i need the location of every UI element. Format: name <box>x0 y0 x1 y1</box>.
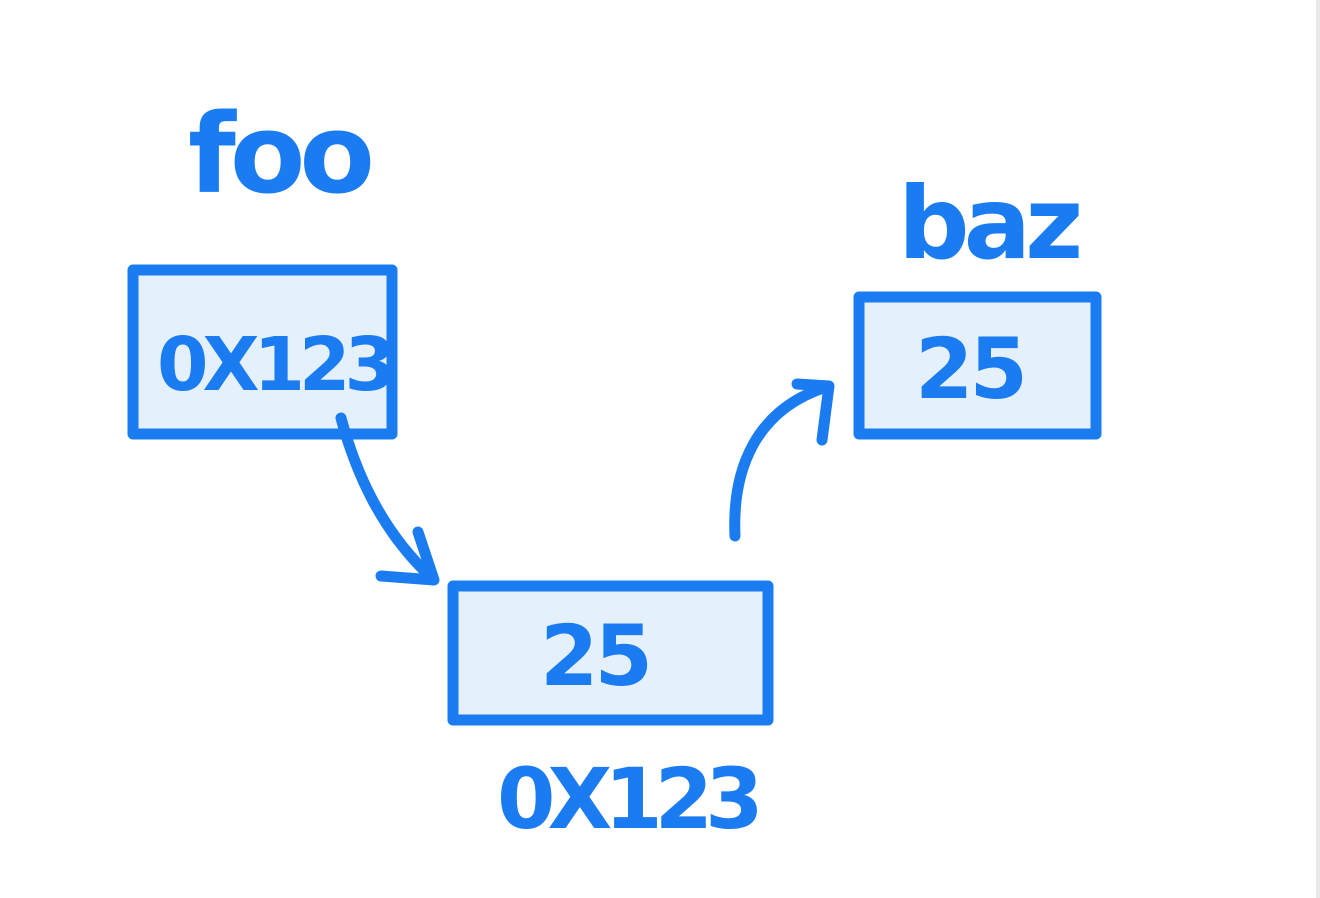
copy-arrow-head <box>791 378 835 446</box>
memory-cell-value: 25 <box>540 607 649 705</box>
copy-arrow-line <box>729 381 832 542</box>
baz-label: baz <box>898 165 1079 282</box>
memory-cell-address: 0X123 <box>497 750 757 848</box>
baz-box <box>853 291 1102 440</box>
baz-value: 25 <box>915 320 1024 418</box>
memory-cell: 25 0X123 <box>447 580 774 848</box>
pointer-arrow-line <box>335 412 438 584</box>
foo-variable: foo 0X123 <box>127 90 398 440</box>
memory-cell-box <box>447 580 774 726</box>
baz-variable: baz 25 <box>853 165 1102 440</box>
pointer-arrow-head <box>375 526 440 586</box>
cell-to-baz-arrow <box>729 378 835 542</box>
foo-box <box>127 264 398 440</box>
foo-value: 0X123 <box>157 322 391 408</box>
foo-to-cell-arrow <box>335 412 440 586</box>
foo-label: foo <box>188 90 370 218</box>
